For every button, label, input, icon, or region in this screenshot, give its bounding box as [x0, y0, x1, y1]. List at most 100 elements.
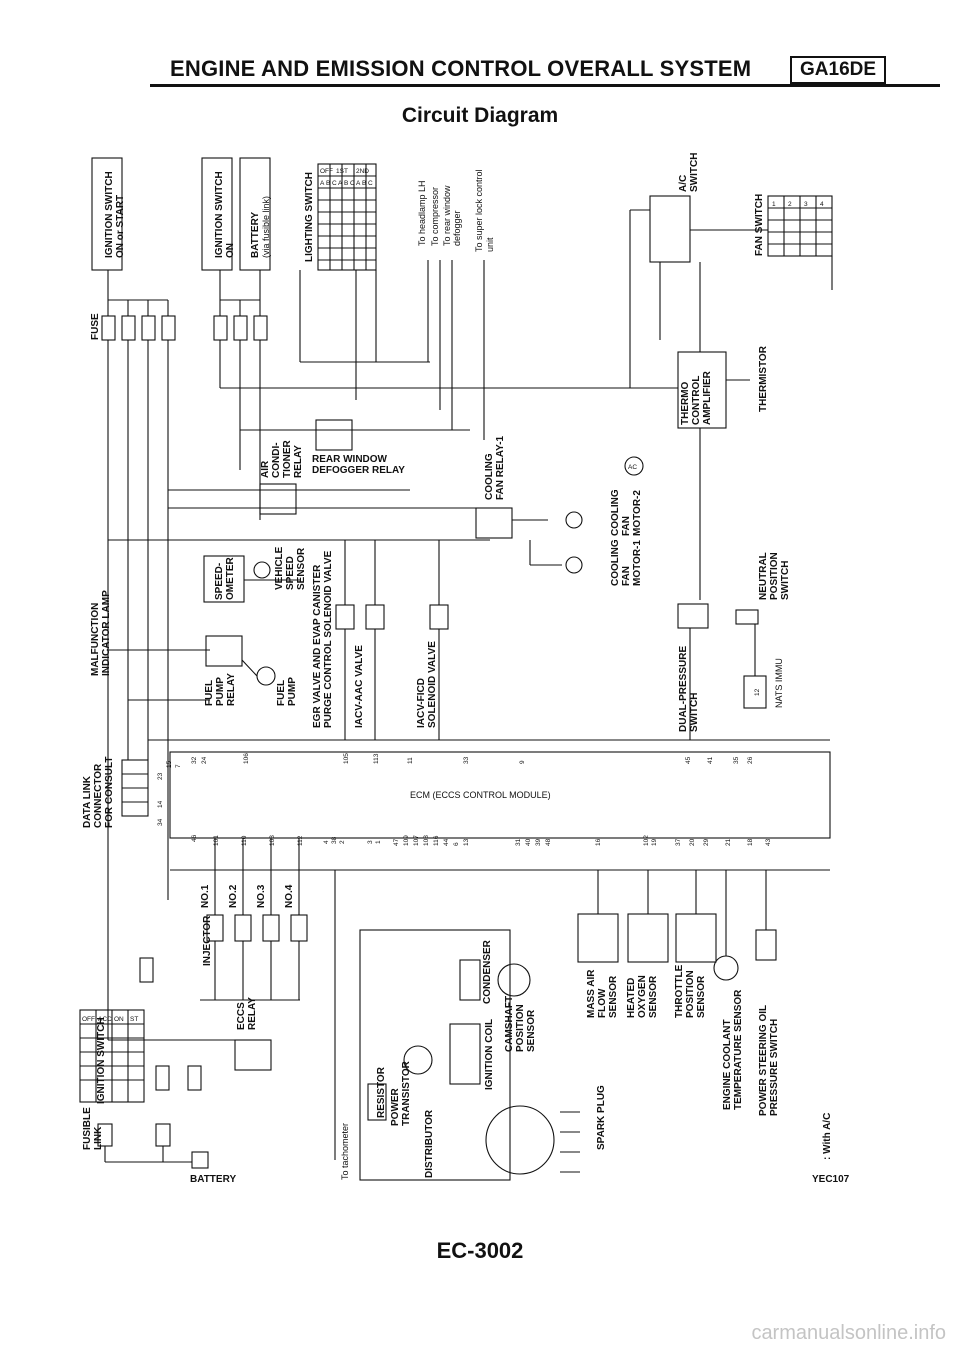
label-dual-pressure-2: SWITCH — [689, 693, 700, 732]
lt-c1: C — [332, 180, 337, 187]
label-fuel-pump-relay-2: PUMP — [215, 677, 226, 706]
fuel-pump-relay-box — [205, 635, 243, 667]
label-fuel-pump-2: PUMP — [287, 677, 298, 706]
label-inj-1: NO.1 — [200, 884, 211, 908]
pin-43: 43 — [765, 838, 772, 846]
label-psps-2: PRESSURE SWITCH — [769, 1019, 780, 1116]
label-ect: ENGINE COOLANT — [722, 1019, 733, 1110]
label-o2: HEATED — [626, 978, 637, 1018]
lt-b3: B — [362, 180, 366, 187]
label-distributor: DISTRIBUTOR — [424, 1109, 435, 1178]
label-egr: EGR VALVE AND EVAP CANISTER — [312, 564, 323, 728]
pin-1: 1 — [375, 840, 382, 844]
label-ac-relay-4: RELAY — [293, 445, 304, 478]
label-inj-4: NO.4 — [284, 884, 295, 908]
thermo-amp-box — [677, 351, 727, 429]
label-ign-on-start: IGNITION SWITCH — [104, 171, 115, 258]
label-to-rear-window-2: defogger — [452, 210, 462, 246]
label-thermo: THERMO — [680, 381, 691, 425]
fs-2: 2 — [788, 201, 792, 208]
pin-106: 106 — [243, 753, 250, 764]
lt-a3: A — [356, 180, 361, 187]
pin-16: 16 — [595, 838, 602, 846]
distributor-box — [359, 929, 511, 1181]
label-vss-2: SPEED — [285, 556, 296, 590]
label-ac-relay: AIR — [260, 460, 271, 478]
pin-116: 116 — [433, 835, 440, 846]
label-fuel-pump: FUEL — [276, 680, 287, 706]
pin-110: 110 — [241, 835, 248, 846]
pin-40: 40 — [525, 838, 532, 846]
lt-col-1st: 1ST — [336, 168, 348, 175]
lighting-grid — [317, 163, 377, 271]
label-ac-switch-2: SWITCH — [689, 153, 700, 192]
lt-a2: A — [338, 180, 343, 187]
label-tps-2: POSITION — [685, 970, 696, 1018]
pin-34: 34 — [157, 818, 164, 826]
pin-33: 33 — [463, 756, 470, 764]
ign-on-box — [201, 157, 233, 271]
lt-a1: A — [320, 180, 325, 187]
label-battery-fusible-2: (via fusible link) — [261, 196, 271, 258]
label-thermo-2: CONTROL — [691, 376, 702, 425]
rear-window-relay — [315, 419, 353, 451]
label-injector: INJECTOR — [202, 915, 213, 966]
cooling-relay — [475, 507, 513, 539]
pin-31: 31 — [515, 838, 522, 846]
label-speedometer: SPEED- — [214, 563, 225, 600]
lt-col-2nd: 2ND — [356, 168, 369, 175]
pin-101: 101 — [213, 835, 220, 846]
label-power-transistor: POWER — [390, 1087, 401, 1126]
pin-19: 19 — [651, 838, 658, 846]
pin-14: 14 — [157, 800, 164, 808]
pin-2: 2 — [339, 840, 346, 844]
label-to-super-lock-2: unit — [485, 237, 495, 252]
fs-4: 4 — [820, 201, 824, 208]
label-cfm1-2: FAN — [621, 566, 632, 586]
pin-6: 6 — [453, 842, 460, 846]
label-iacv-aac: IACV-AAC VALVE — [354, 645, 365, 728]
label-maf: MASS AIR — [586, 969, 597, 1018]
label-thermo-3: AMPLIFIER — [702, 370, 713, 425]
label-cfm2-3: MOTOR-2 — [632, 490, 643, 536]
pin-108: 108 — [423, 835, 430, 846]
lt-c3: C — [368, 180, 373, 187]
label-inj-2: NO.2 — [228, 884, 239, 908]
pin-18: 18 — [747, 838, 754, 846]
label-spark-plug: SPARK PLUG — [596, 1085, 607, 1150]
label-data-link: DATA LINK — [82, 775, 93, 828]
pin-7: 7 — [175, 764, 182, 768]
pin-29: 29 — [703, 838, 710, 846]
label-vss: VEHICLE — [274, 546, 285, 590]
pin-105: 105 — [343, 753, 350, 764]
label-battery-fusible: BATTERY — [250, 212, 261, 258]
eccs-relay-box — [234, 1039, 272, 1071]
label-fusible-link-2: LINK — [93, 1126, 104, 1150]
label-cooling-relay: COOLING — [484, 453, 495, 500]
pin-11: 11 — [407, 757, 414, 764]
label-o2-3: SENSOR — [648, 975, 659, 1018]
label-condenser: CONDENSER — [482, 939, 493, 1004]
watermark: carmanualsonline.info — [751, 1322, 946, 1344]
lt-col-off: OFF — [320, 168, 333, 175]
lt-b1: B — [326, 180, 330, 187]
label-with-ac: : With A/C — [822, 1113, 833, 1160]
label-dual-pressure: DUAL-PRESSURE — [678, 646, 689, 732]
label-ac-relay-2: CONDI- — [271, 442, 282, 478]
pin-109: 109 — [403, 835, 410, 846]
label-ac-switch: A/C — [678, 175, 689, 192]
pin-38: 38 — [331, 836, 338, 844]
pin-37: 37 — [675, 838, 682, 846]
label-lighting-switch: LIGHTING SWITCH — [304, 172, 315, 262]
ig-col-acc: ACC — [98, 1016, 112, 1023]
label-cfm1: COOLING — [610, 539, 621, 586]
label-to-tachometer: To tachometer — [340, 1123, 350, 1180]
label-nats: NATS IMMU — [774, 658, 784, 708]
label-ignition-coil: IGNITION COIL — [484, 1019, 495, 1090]
label-fuse: FUSE — [90, 313, 101, 340]
header-rule — [150, 84, 940, 87]
label-o2-2: OXYGEN — [637, 975, 648, 1018]
pin-26: 26 — [747, 756, 754, 764]
label-neutral: NEUTRAL — [758, 552, 769, 600]
